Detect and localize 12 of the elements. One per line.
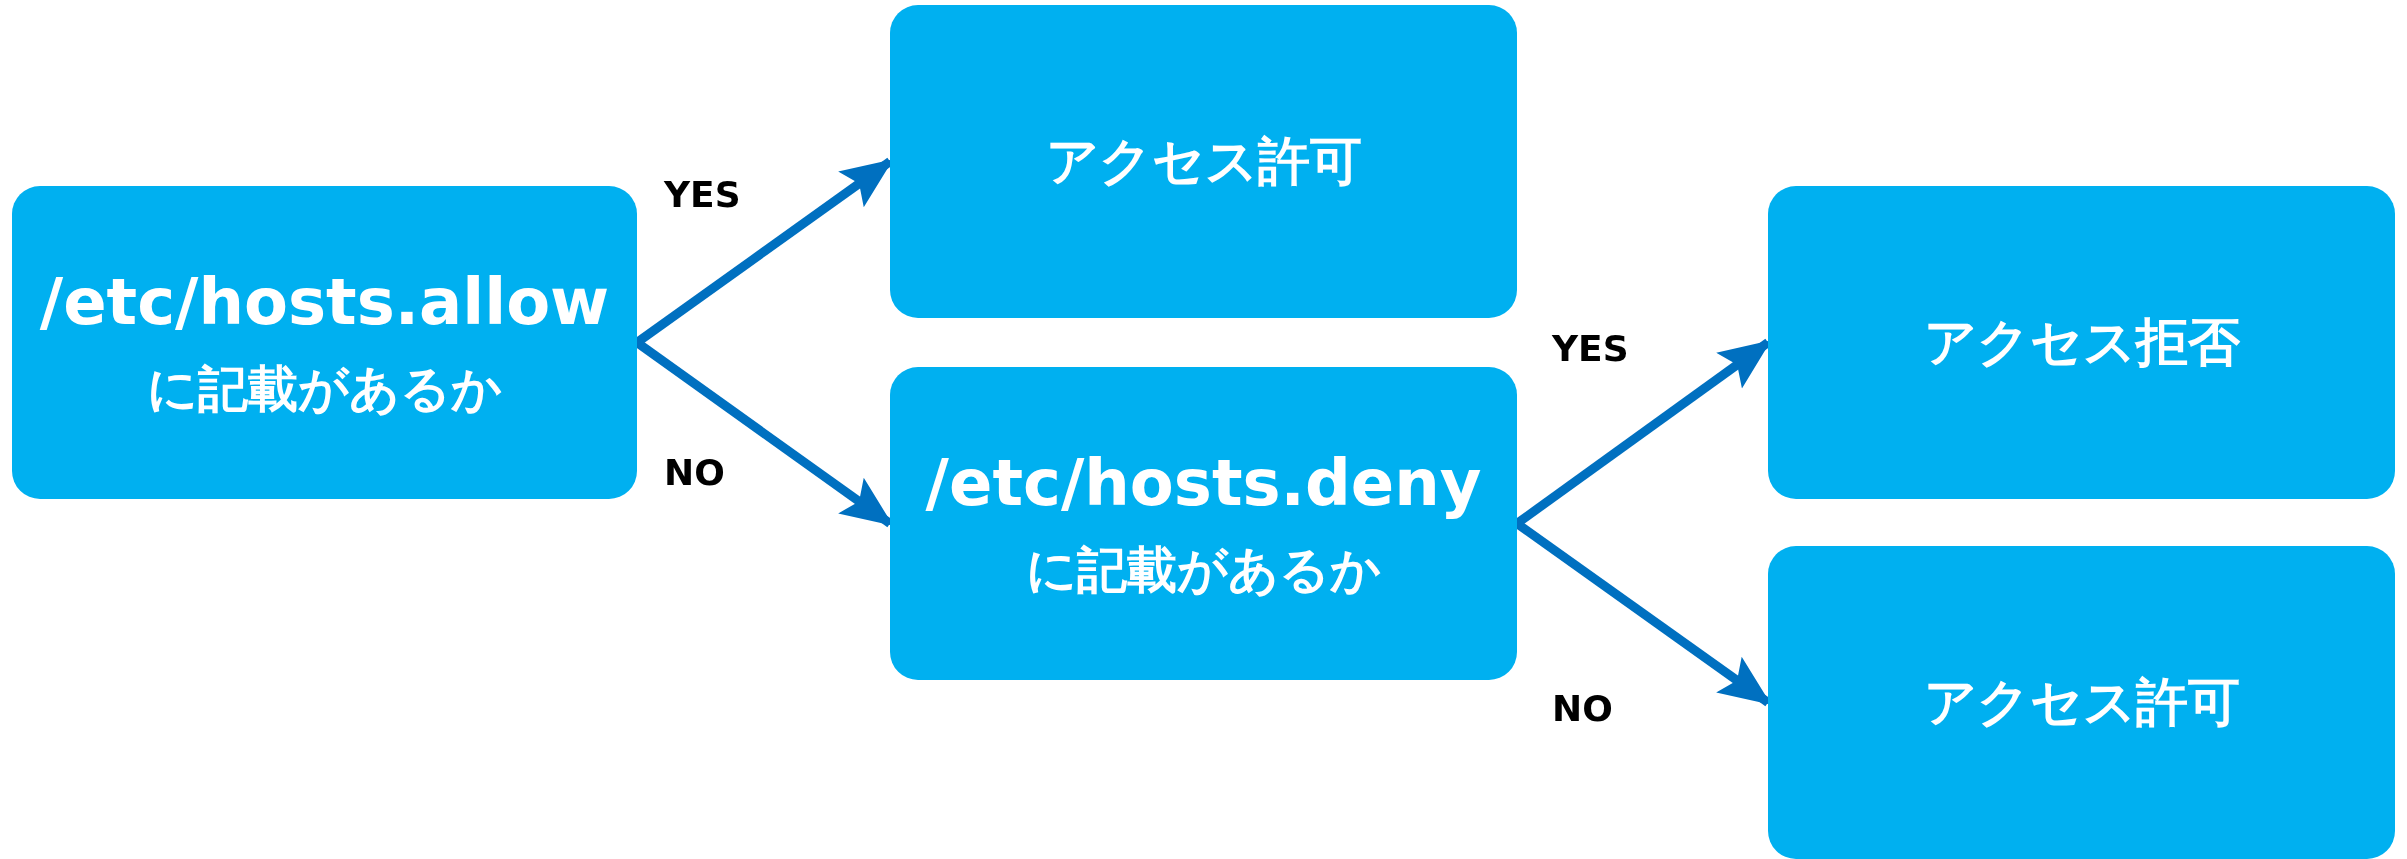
box-text: アクセス許可 (1923, 670, 2240, 734)
process-box (1768, 186, 2395, 499)
box-text: に記載があるか (147, 359, 502, 421)
process-box (12, 186, 637, 499)
box-text: アクセス拒否 (1923, 310, 2240, 374)
box-text: に記載があるか (1026, 540, 1381, 602)
process-box (890, 5, 1517, 318)
box-text: /etc/hosts.deny (925, 444, 1482, 522)
box-text: /etc/hosts.allow (39, 263, 610, 341)
process-box (890, 367, 1517, 680)
box-text: アクセス許可 (1045, 129, 1362, 193)
process-box (1768, 546, 2395, 859)
